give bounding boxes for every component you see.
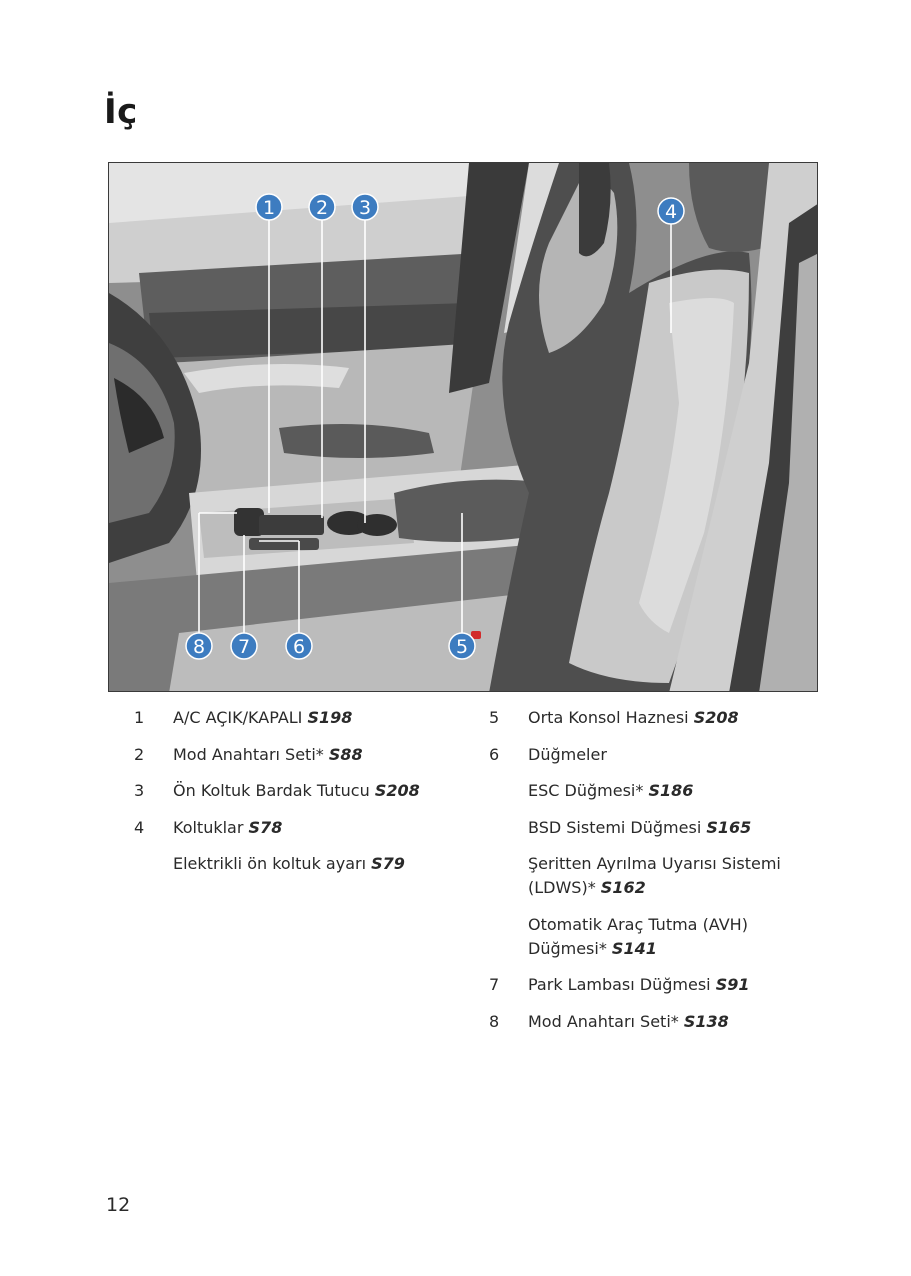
car-interior-drawing: 1 2 3 4 5 6 7 8 [109, 163, 818, 692]
page-reference[interactable]: S162 [601, 878, 646, 897]
svg-text:3: 3 [359, 197, 371, 219]
item-label: Şeritten Ayrılma Uyarısı Sistemi (LDWS)* [528, 854, 781, 897]
page-number: 12 [106, 1194, 130, 1216]
list-item: 6 Düğmeler [489, 743, 789, 767]
list-item: 5 Orta Konsol Haznesi S208 [489, 706, 789, 730]
svg-text:2: 2 [316, 197, 328, 219]
svg-text:8: 8 [193, 636, 205, 658]
item-label: Park Lambası Düğmesi [528, 975, 711, 994]
svg-text:1: 1 [263, 197, 275, 219]
item-label: Mod Anahtarı Seti* [173, 745, 324, 764]
callout-4: 4 [658, 198, 684, 224]
item-label: A/C AÇIK/KAPALI [173, 708, 302, 727]
page-title: İç [104, 92, 138, 132]
callout-6: 6 [286, 633, 312, 659]
svg-text:4: 4 [665, 201, 677, 223]
list-item: 8 Mod Anahtarı Seti* S138 [489, 1010, 789, 1034]
item-number: 8 [489, 1010, 499, 1034]
page-reference[interactable]: S88 [329, 745, 363, 764]
page-reference[interactable]: S208 [375, 781, 420, 800]
item-label: Orta Konsol Haznesi [528, 708, 689, 727]
list-item: Otomatik Araç Tutma (AVH) Düğmesi* S141 [489, 913, 789, 961]
item-number: 2 [134, 743, 144, 767]
list-item: Elektrikli ön koltuk ayarı S79 [134, 852, 464, 876]
svg-text:6: 6 [293, 636, 305, 658]
list-item: 7 Park Lambası Düğmesi S91 [489, 973, 789, 997]
page-reference[interactable]: S138 [684, 1012, 729, 1031]
page-reference[interactable]: S79 [371, 854, 405, 873]
list-item: Şeritten Ayrılma Uyarısı Sistemi (LDWS)*… [489, 852, 789, 900]
item-label: Ön Koltuk Bardak Tutucu [173, 781, 370, 800]
legend-list-left: 1 A/C AÇIK/KAPALI S198 2 Mod Anahtarı Se… [134, 706, 464, 889]
callout-3: 3 [352, 194, 378, 220]
item-number: 3 [134, 779, 144, 803]
item-number: 1 [134, 706, 144, 730]
callout-7: 7 [231, 633, 257, 659]
callout-5: 5 [449, 633, 475, 659]
svg-text:5: 5 [456, 636, 468, 658]
page-reference[interactable]: S186 [648, 781, 693, 800]
item-label: Mod Anahtarı Seti* [528, 1012, 679, 1031]
item-number: 4 [134, 816, 144, 840]
page-reference[interactable]: S78 [249, 818, 283, 837]
list-item: ESC Düğmesi* S186 [489, 779, 789, 803]
item-label: Düğmeler [528, 745, 607, 764]
callout-1: 1 [256, 194, 282, 220]
item-number: 5 [489, 706, 499, 730]
legend-list-right: 5 Orta Konsol Haznesi S208 6 Düğmeler ES… [489, 706, 789, 1046]
item-label: Koltuklar [173, 818, 243, 837]
page-reference[interactable]: S91 [716, 975, 750, 994]
list-item: BSD Sistemi Düğmesi S165 [489, 816, 789, 840]
page-reference[interactable]: S165 [706, 818, 751, 837]
interior-illustration: 1 2 3 4 5 6 7 8 [108, 162, 818, 692]
callout-2: 2 [309, 194, 335, 220]
page-reference[interactable]: S208 [694, 708, 739, 727]
item-number: 7 [489, 973, 499, 997]
item-label: Elektrikli ön koltuk ayarı [173, 854, 366, 873]
list-item: 3 Ön Koltuk Bardak Tutucu S208 [134, 779, 464, 803]
item-label: ESC Düğmesi* [528, 781, 643, 800]
item-label: BSD Sistemi Düğmesi [528, 818, 701, 837]
item-number: 6 [489, 743, 499, 767]
list-item: 2 Mod Anahtarı Seti* S88 [134, 743, 464, 767]
page-reference[interactable]: S198 [307, 708, 352, 727]
list-item: 4 Koltuklar S78 [134, 816, 464, 840]
page-reference[interactable]: S141 [612, 939, 657, 958]
list-item: 1 A/C AÇIK/KAPALI S198 [134, 706, 464, 730]
svg-text:7: 7 [238, 636, 250, 658]
callout-8: 8 [186, 633, 212, 659]
